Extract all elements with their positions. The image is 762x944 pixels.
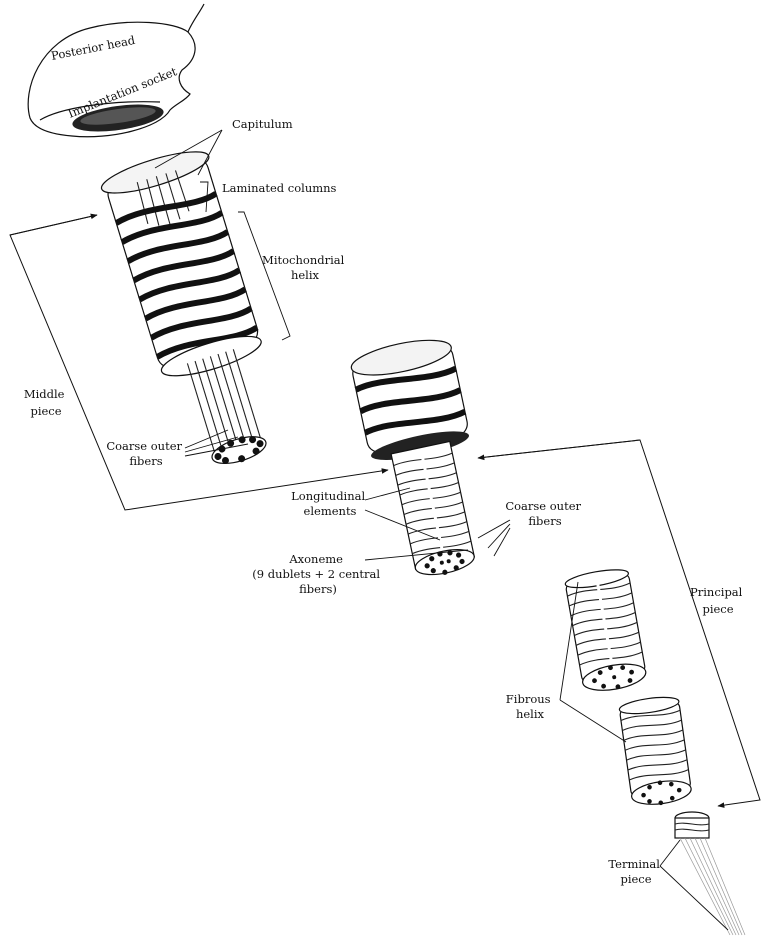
label-mitochondrial-helix: Mitochondrial helix <box>262 253 348 282</box>
label-middle-piece: Middle piece <box>24 387 68 418</box>
posterior-head <box>28 4 204 137</box>
label-capitulum: Capitulum <box>232 117 293 131</box>
coarse-outer-fibers-bundle <box>184 348 270 470</box>
label-principal-piece: Principal piece <box>690 585 746 616</box>
fibrous-helix-segment-2 <box>618 694 692 809</box>
fibrous-helix-segment-1 <box>564 566 648 695</box>
label-terminal-piece: Terminal piece <box>608 857 663 886</box>
label-longitudinal-elements: Longitudinal elements <box>291 489 369 518</box>
label-coarse-outer-fibers-1: Coarse outer fibers <box>106 439 185 468</box>
principal-piece-upper <box>349 333 498 585</box>
label-laminated-columns: Laminated columns <box>222 181 337 195</box>
label-axoneme: Axoneme (9 dublets + 2 central fibers) <box>252 552 383 596</box>
label-coarse-outer-fibers-2: Coarse outer fibers <box>505 499 584 528</box>
terminal-piece <box>675 812 745 935</box>
label-fibrous-helix: Fibrous helix <box>506 692 554 721</box>
